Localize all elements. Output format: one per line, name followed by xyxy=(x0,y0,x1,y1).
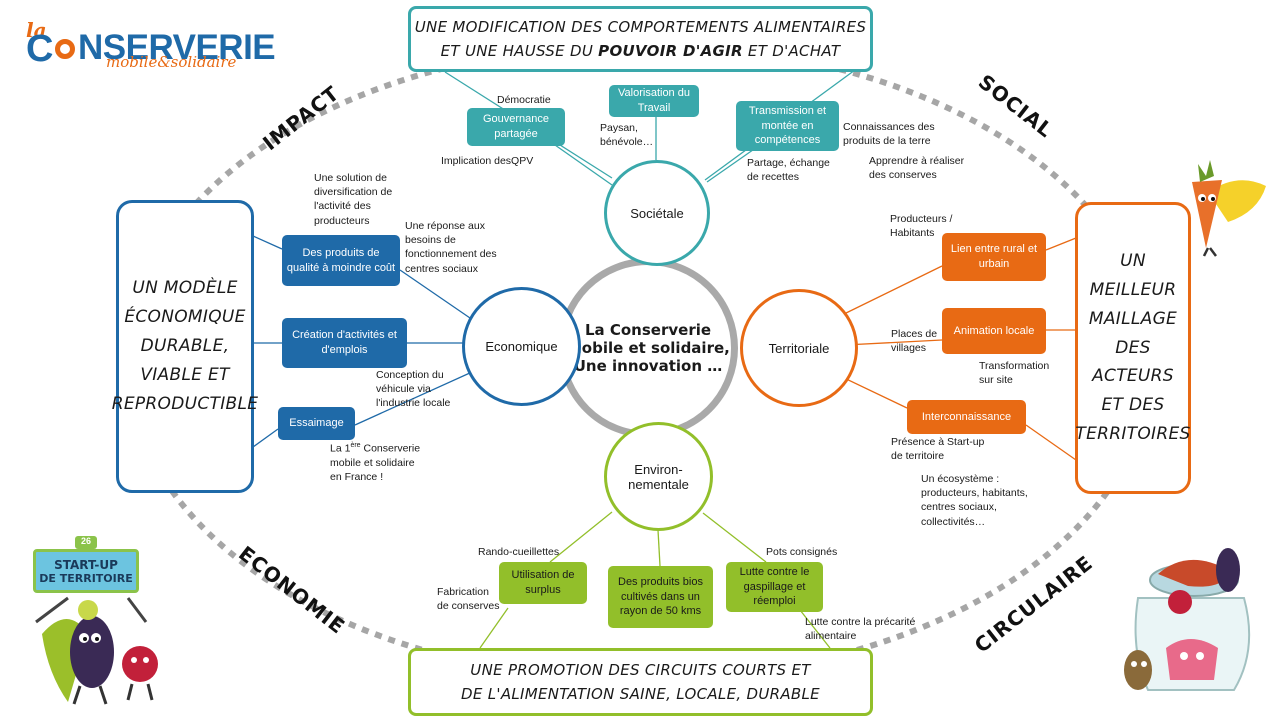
box-gouvernance: Gouvernance partagée xyxy=(467,108,565,146)
note-conception: Conception du véhicule via l'industrie l… xyxy=(376,369,451,410)
note-paysan: Paysan, bénévole… xyxy=(600,122,654,149)
note-producteurs-habitants: Producteurs / Habitants xyxy=(890,213,953,240)
box-utilisation-surplus: Utilisation de surplus xyxy=(499,562,587,604)
note-transformation: Transformation sur site xyxy=(979,360,1050,387)
outcome-bottom-box: Une promotion des circuits courts et de … xyxy=(408,648,873,716)
jar-mascots-icon xyxy=(1124,548,1251,691)
carrot-mascot-icon xyxy=(1192,160,1266,257)
outcome-top-line2-post: et d'achat xyxy=(742,42,841,60)
note-pots: Pots consignés xyxy=(766,546,838,558)
box-produits-qualite: Des produits de qualité à moindre coût xyxy=(282,235,400,286)
outcome-top-bold: pouvoir d'agir xyxy=(598,42,743,60)
note-ecosysteme: Un écosystème : producteurs, habitants, … xyxy=(921,473,1028,528)
box-interconnaissance: Interconnaissance xyxy=(907,400,1026,434)
note-implication: Implication desQPV xyxy=(441,155,534,167)
eggplant-mascot-icon xyxy=(35,596,158,705)
box-lutte-gaspillage: Lutte contre le gaspillage et réemploi xyxy=(726,562,823,612)
note-places-villages: Places de villages xyxy=(891,328,938,355)
note-rando: Rando-cueillettes xyxy=(478,546,560,558)
box-transmission: Transmission et montée en compétences xyxy=(736,101,839,151)
center-line2: mobile et solidaire, xyxy=(566,339,730,357)
territoriale-connectors xyxy=(839,237,1077,461)
startup-sign-board: START-UP DE TERRITOIRE xyxy=(33,549,139,593)
outcome-left-box: Un modèle Économique durable, viable et … xyxy=(112,200,258,493)
note-apprendre: Apprendre à réaliser des conserves xyxy=(869,155,965,182)
note-diversification: Une solution de diversification de l'act… xyxy=(314,172,393,227)
box-valorisation: Valorisation du Travail xyxy=(609,85,699,117)
note-reponse: Une réponse aux besoins de fonctionnemen… xyxy=(405,220,497,275)
center-circle: La Conserverie mobile et solidaire, Une … xyxy=(558,258,738,438)
pillar-societale: Sociétale xyxy=(604,160,710,266)
startup-sign-number: 26 xyxy=(75,536,97,549)
note-partage: Partage, échange de recettes xyxy=(747,157,830,184)
outcome-top-line2-pre: et une hausse du xyxy=(440,42,599,60)
center-line3: Une innovation … xyxy=(573,357,723,375)
brand-name: NSERVERIE xyxy=(78,28,276,67)
note-precarite: Lutte contre la précarité alimentaire xyxy=(805,616,916,643)
note-presence: Présence à Start-up de territoire xyxy=(891,436,985,463)
note-fabrication: Fabrication de conserves xyxy=(437,586,500,613)
outcome-bottom-line2: de l'alimentation saine, locale, durable xyxy=(461,685,820,703)
environnementale-connectors xyxy=(479,511,831,649)
startup-sign: 26 START-UP DE TERRITOIRE xyxy=(33,536,139,596)
brand-name-c: C xyxy=(26,28,54,70)
pillar-territoriale: Territoriale xyxy=(740,289,858,407)
outcome-right-box: Un meilleur maillage des acteurs et des … xyxy=(1075,202,1191,494)
economique-connectors xyxy=(252,235,473,448)
note-connaissances: Connaissances des produits de la terre xyxy=(843,121,935,148)
center-line1: La Conserverie xyxy=(584,321,712,339)
brand-o-icon xyxy=(55,39,75,59)
note-premiere-pre: La 1 xyxy=(330,442,351,455)
outcome-top-box: Une modification des comportements alime… xyxy=(408,6,873,72)
startup-sign-line1: START-UP xyxy=(54,557,118,572)
note-premiere-sup: ère xyxy=(350,442,361,449)
box-lien-rural-urbain: Lien entre rural et urbain xyxy=(942,233,1046,281)
outcome-top-line2: et une hausse du pouvoir d'agir et d'ach… xyxy=(441,39,841,63)
pillar-economique: Economique xyxy=(462,287,581,406)
box-animation-locale: Animation locale xyxy=(942,308,1046,354)
outcome-bottom-line1: Une promotion des circuits courts et xyxy=(470,661,811,679)
brand-la: la xyxy=(26,18,47,42)
box-essaimage: Essaimage xyxy=(278,407,355,440)
startup-sign-line2: DE TERRITOIRE xyxy=(39,571,133,585)
note-premiere: La 1ère Conserverie mobile et solidaire … xyxy=(330,441,420,484)
brand-logo: la C NSERVERIE mobile&solidaire xyxy=(24,8,276,78)
note-premiere-post: Conserverie mobile et solidaire en Franc… xyxy=(330,442,421,483)
note-democratie: Démocratie xyxy=(497,94,551,106)
box-produits-bios: Des produits bios cultivés dans un rayon… xyxy=(608,566,713,628)
pillar-environnementale: Environ- nementale xyxy=(604,422,713,531)
box-creation-emplois: Création d'activités et d'emplois xyxy=(282,318,407,368)
outcome-top-line1: Une modification des comportements alime… xyxy=(414,18,867,36)
brand-tagline: mobile&solidaire xyxy=(106,53,237,71)
